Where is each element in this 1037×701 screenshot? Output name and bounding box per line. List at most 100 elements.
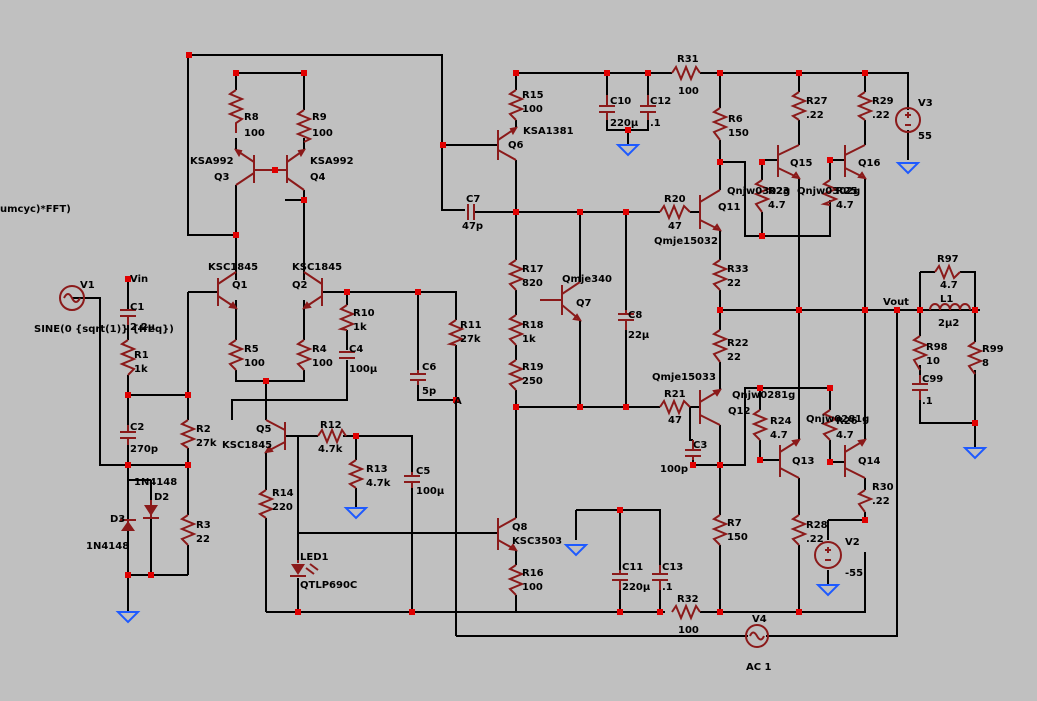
q7-part: Qmje340 (562, 274, 612, 285)
r28-symbol (790, 514, 808, 546)
c2-value: 270p (130, 444, 158, 455)
r6-label: R6 (728, 114, 743, 125)
r9-symbol (295, 109, 313, 143)
r30-value: .22 (872, 496, 890, 507)
r20-label: R20 (664, 194, 686, 205)
q14-symbol (844, 438, 867, 479)
q15-part: Qnjw0302g (727, 186, 790, 197)
r3-symbol (179, 514, 197, 546)
net-label-a: A (454, 396, 462, 407)
led1-label: LED1 (300, 552, 329, 563)
q1-symbol (217, 271, 238, 310)
c8-label: C8 (628, 310, 642, 321)
c3-symbol (685, 440, 701, 460)
r31-label: R31 (677, 54, 699, 65)
r98-label: R98 (926, 342, 948, 353)
q15-symbol (777, 144, 801, 180)
r4-value: 100 (312, 358, 333, 369)
q1-part: KSC1845 (208, 262, 258, 273)
r23-label: R23 (768, 186, 790, 197)
q2-label: Q2 (292, 280, 308, 291)
r26-symbol (821, 409, 839, 441)
c11-label: C11 (622, 562, 643, 573)
q4-symbol (270, 148, 307, 191)
r20-symbol (659, 203, 691, 221)
r20-value: 47 (668, 221, 682, 232)
r10-value: 1k (353, 322, 367, 333)
r7-symbol (711, 514, 729, 546)
c13-value: .1 (662, 582, 673, 593)
c5-label: C5 (416, 466, 430, 477)
schematic-labels: umcyc)*FFT) Vin Vout A SINE(0 {sqrt(1)} … (0, 54, 1004, 673)
q5-symbol (264, 419, 286, 454)
q14-part: Qnjw0281g (806, 414, 869, 425)
c13-label: C13 (662, 562, 683, 573)
r32-label: R32 (677, 594, 699, 605)
r26-value: 4.7 (836, 430, 854, 441)
inductor (929, 303, 971, 311)
r8-value: 100 (244, 128, 265, 139)
r11-value: 27k (460, 334, 481, 345)
r2-label: R2 (196, 424, 211, 435)
r17-label: R17 (522, 264, 544, 275)
r2-value: 27k (196, 438, 217, 449)
c7-label: C7 (466, 194, 480, 205)
c12-symbol (640, 95, 656, 120)
q16-symbol (844, 144, 867, 180)
ground-c10 (615, 144, 641, 157)
led1-symbol (290, 560, 319, 577)
spice-directive: umcyc)*FFT) (0, 204, 71, 215)
r15-value: 100 (522, 104, 543, 115)
r14-symbol (257, 489, 275, 519)
r30-symbol (856, 489, 874, 513)
q8-label: Q8 (512, 522, 528, 533)
junction-dots (125, 52, 978, 615)
r15-symbol (507, 89, 525, 121)
r33-label: R33 (727, 264, 749, 275)
r6-symbol (711, 107, 729, 141)
r25-value: 4.7 (836, 200, 854, 211)
q13-symbol (779, 438, 801, 479)
r5-label: R5 (244, 344, 259, 355)
c1-label: C1 (130, 302, 144, 313)
q11-symbol (699, 189, 722, 232)
c3-value: 100p (660, 464, 688, 475)
r29-symbol (856, 91, 874, 121)
r9-label: R9 (312, 112, 327, 123)
q16-part: Qnjw0302g (797, 186, 860, 197)
c11-symbol (612, 570, 628, 590)
r19-label: R19 (522, 362, 544, 373)
r97-symbol (934, 263, 961, 281)
ground-input (115, 611, 141, 624)
v3-label: V3 (918, 98, 933, 109)
c99-value: .1 (922, 396, 933, 407)
c13-symbol (652, 565, 668, 590)
q3-label: Q3 (214, 172, 230, 183)
l1-value: 2µ2 (938, 318, 959, 329)
r24-value: 4.7 (770, 430, 788, 441)
r1-label: R1 (134, 350, 149, 361)
c8-value: 22µ (628, 330, 650, 341)
r4-symbol (295, 339, 313, 371)
d2-symbol (143, 500, 159, 519)
r17-symbol (507, 259, 525, 291)
r29-label: R29 (872, 96, 894, 107)
r21-value: 47 (668, 415, 682, 426)
d3-symbol (120, 519, 136, 531)
c10-value: 220µ (610, 118, 639, 129)
c2-label: C2 (130, 422, 144, 433)
r4-label: R4 (312, 344, 327, 355)
r27-value: .22 (806, 110, 824, 121)
r7-value: 150 (727, 532, 748, 543)
r13-label: R13 (366, 464, 388, 475)
q4-part: KSA992 (310, 156, 354, 167)
r23-value: 4.7 (768, 200, 786, 211)
r8-label: R8 (244, 112, 259, 123)
r19-value: 250 (522, 376, 543, 387)
r14-value: 220 (272, 502, 293, 513)
r3-label: R3 (196, 520, 211, 531)
r27-symbol (790, 91, 808, 121)
q11-label: Q11 (718, 202, 740, 213)
q13-part: Qnjw0281g (732, 390, 795, 401)
v1-label: V1 (80, 280, 95, 291)
